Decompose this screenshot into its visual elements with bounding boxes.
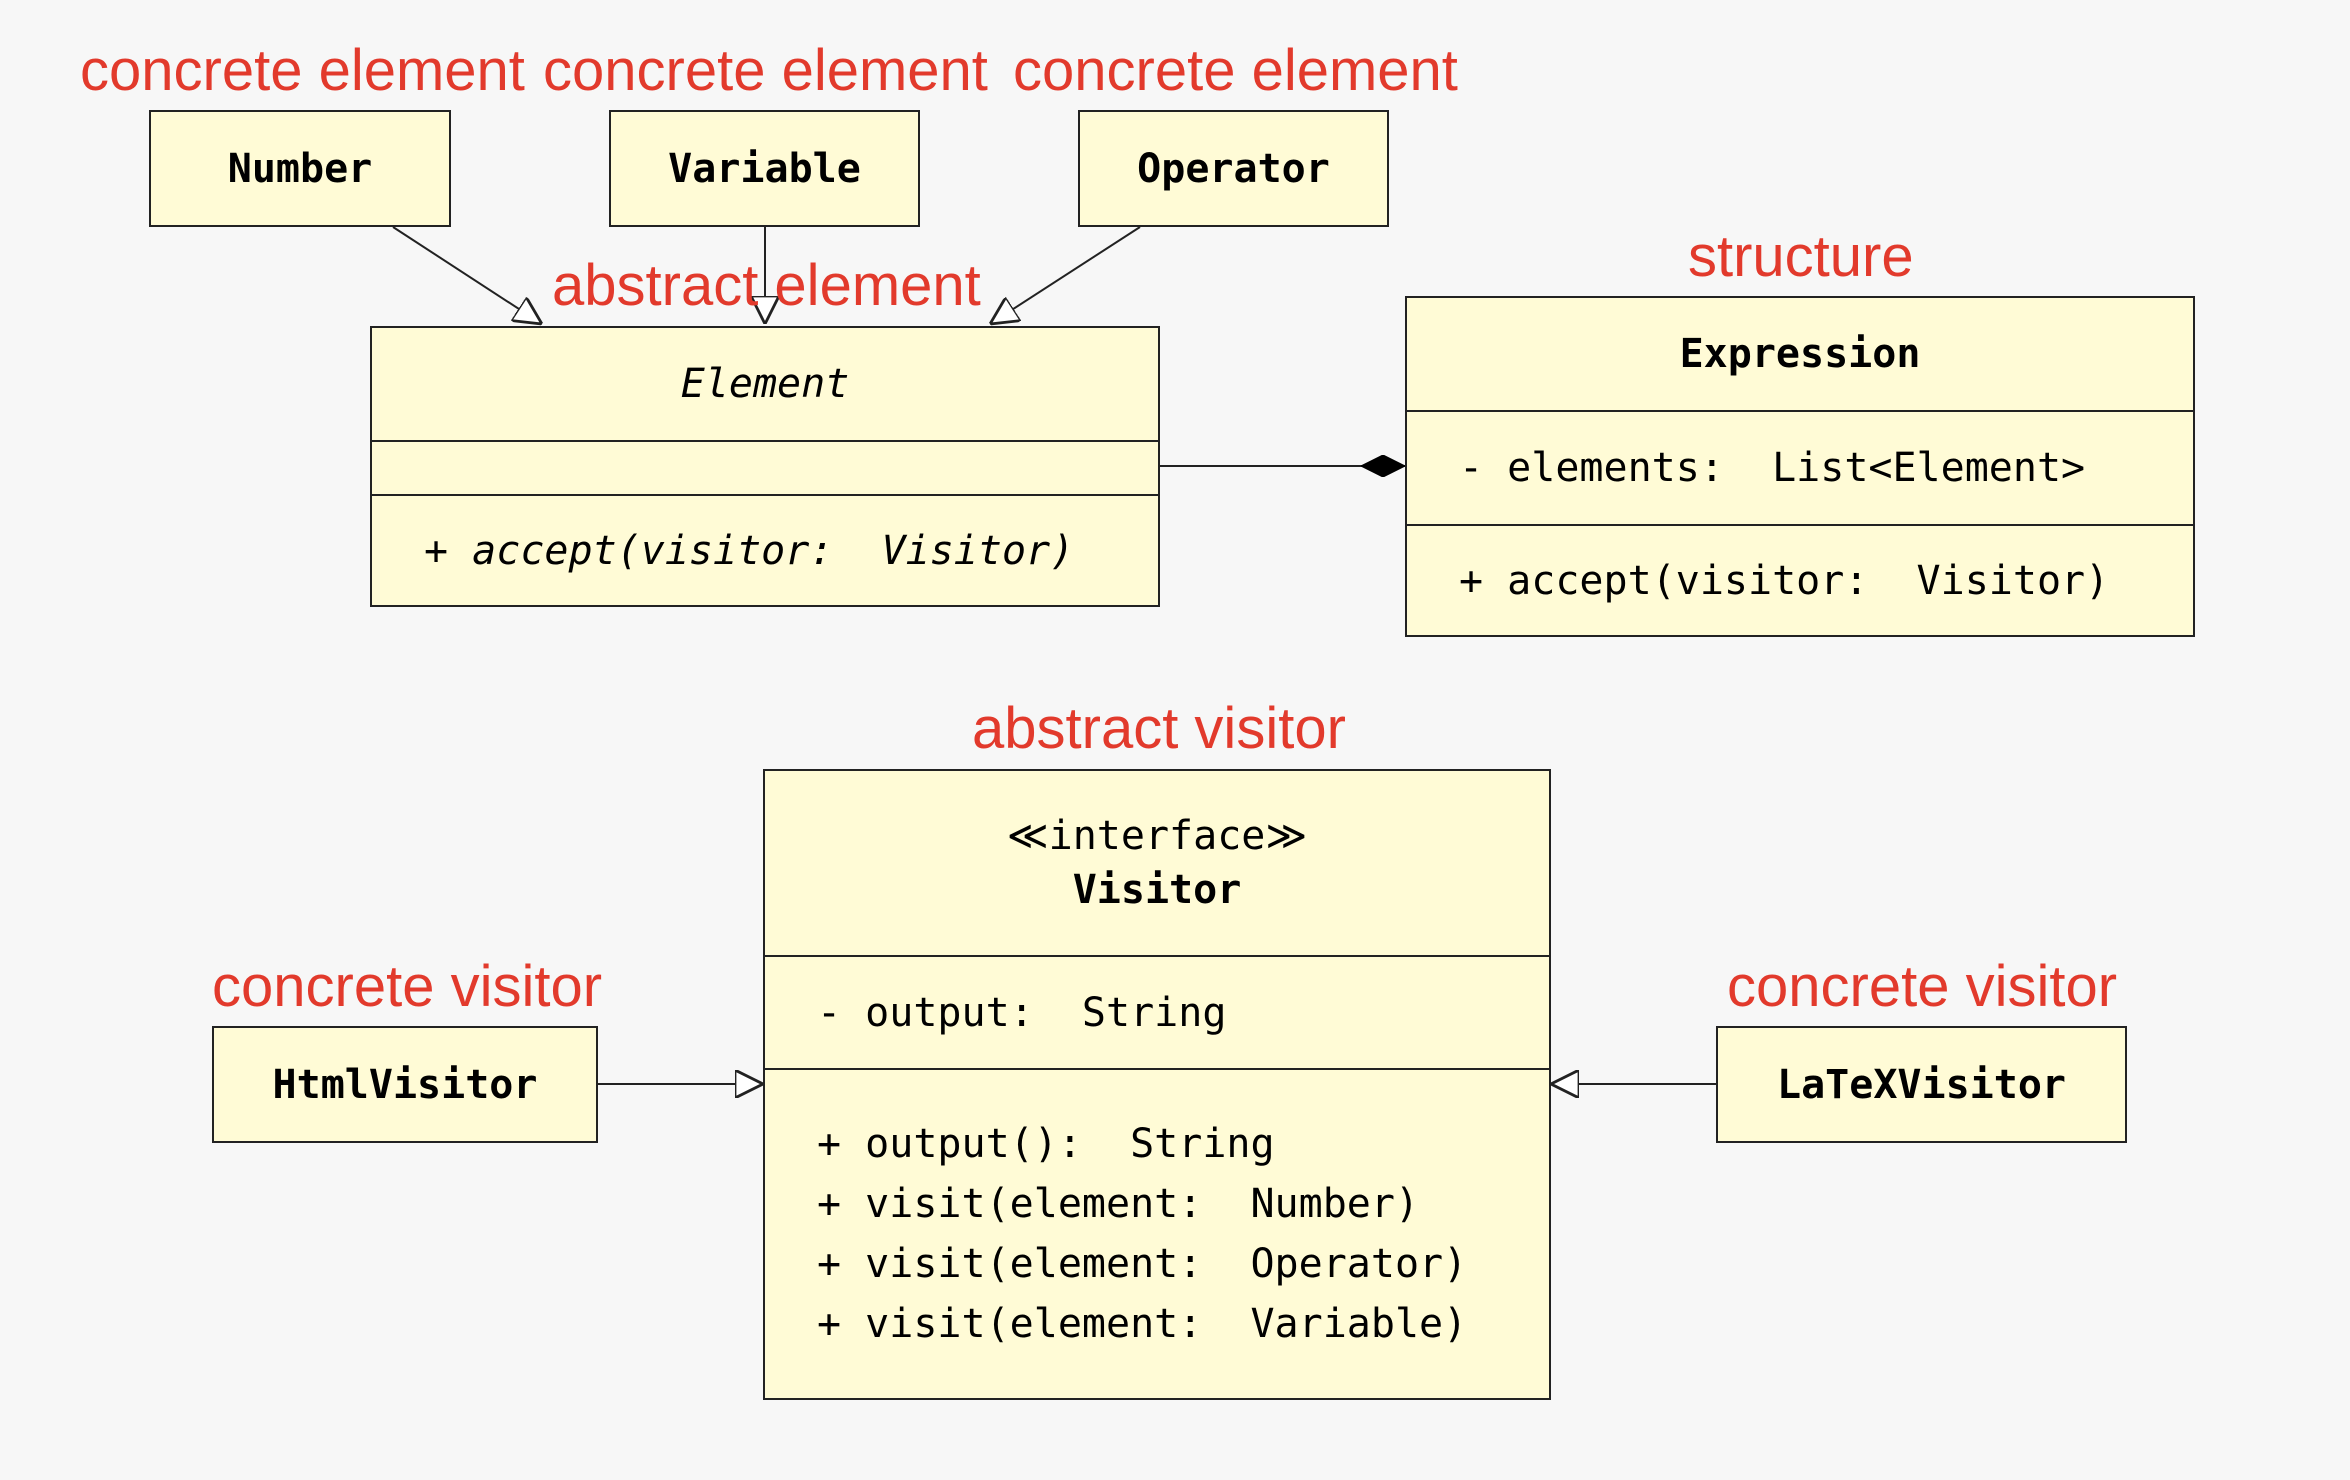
operator-inherits-element: [990, 226, 1141, 324]
method-visit-number: + visit(element: Number): [817, 1181, 1420, 1227]
stereotype: ≪interface≫: [1006, 813, 1308, 859]
name-compartment: ≪interface≫ Visitor: [765, 771, 1549, 955]
role-label-number: concrete element: [80, 38, 525, 103]
number-inherits-element: [392, 226, 542, 324]
class-expression[interactable]: Expression - elements: List<Element> + a…: [1405, 296, 2195, 637]
class-name: Visitor: [1072, 867, 1242, 913]
class-name: Expression: [1679, 331, 1921, 377]
attribute-compartment: [372, 440, 1158, 494]
method-compartment: + output(): String + visit(element: Numb…: [765, 1068, 1549, 1398]
class-name: HtmlVisitor: [272, 1061, 538, 1108]
attribute-elements: - elements: List<Element>: [1407, 410, 2193, 524]
class-variable[interactable]: Variable: [609, 110, 920, 227]
method-accept: + accept(visitor: Visitor): [1407, 524, 2193, 635]
role-label-variable: concrete element: [543, 38, 988, 103]
class-number[interactable]: Number: [149, 110, 451, 227]
method-output: + output(): String: [817, 1121, 1275, 1167]
method-visit-variable: + visit(element: Variable): [817, 1301, 1468, 1347]
class-element[interactable]: Element + accept(visitor: Visitor): [370, 326, 1160, 607]
class-operator[interactable]: Operator: [1078, 110, 1389, 227]
class-name: Operator: [1137, 145, 1330, 192]
class-name: Element: [680, 361, 850, 407]
method-accept: + accept(visitor: Visitor): [372, 494, 1158, 605]
role-label-visitor: abstract visitor: [972, 696, 1346, 761]
class-visitor[interactable]: ≪interface≫ Visitor - output: String + o…: [763, 769, 1551, 1400]
class-name: LaTeXVisitor: [1777, 1061, 2066, 1108]
method-visit-operator: + visit(element: Operator): [817, 1241, 1468, 1287]
class-htmlvisitor[interactable]: HtmlVisitor: [212, 1026, 598, 1143]
role-label-htmlvisitor: concrete visitor: [212, 954, 603, 1019]
role-label-element: abstract element: [552, 253, 981, 318]
class-latexvisitor[interactable]: LaTeXVisitor: [1716, 1026, 2127, 1143]
class-name: Variable: [668, 145, 861, 192]
attribute-output: - output: String: [765, 955, 1549, 1068]
role-label-expression: structure: [1688, 224, 1914, 289]
class-name: Number: [227, 145, 373, 192]
role-label-operator: concrete element: [1013, 38, 1458, 103]
role-label-latexvisitor: concrete visitor: [1727, 954, 2118, 1019]
